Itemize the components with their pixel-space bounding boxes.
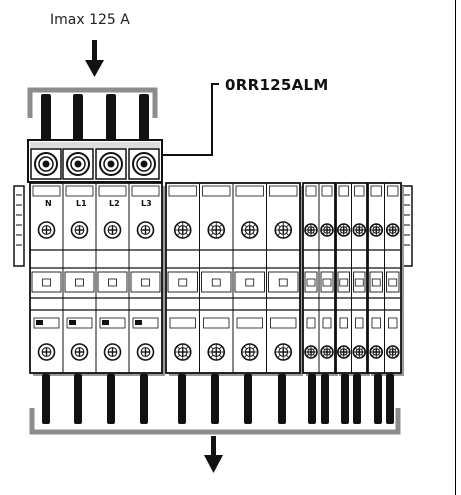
screw-icon [103,221,122,239]
output-cable [353,374,361,424]
screw-icon [173,221,192,239]
screw-icon [240,221,259,239]
output-cable [42,374,50,424]
breaker-module [367,182,404,376]
output-cable [278,374,286,424]
terminal-label-l3: L3 [141,199,152,208]
screw-icon [385,345,400,359]
output-cables [42,374,394,424]
breaker-module [302,182,338,376]
output-cable [178,374,186,424]
screw-icon [240,343,259,361]
ring-terminal-icon [62,148,94,180]
screw-icon [274,343,293,361]
terminal-labels: N L1 L2 L3 [45,199,152,208]
screw-icon [352,223,367,237]
ring-terminal-icon [128,148,160,180]
input-current-label: Imax 125 A [50,12,130,28]
output-cable [386,374,394,424]
screw-icon [136,221,155,239]
input-cables [41,94,149,142]
frame-border [455,0,456,495]
output-cable [321,374,329,424]
output-cable [374,374,382,424]
screw-icon [336,223,351,237]
distribution-block [27,139,163,183]
screw-icon [274,221,293,239]
input-bracket-icon [27,87,158,118]
screw-icon [369,345,384,359]
screw-icon [320,223,334,237]
screw-icon [304,345,318,359]
output-cable [341,374,349,424]
output-cable [211,374,219,424]
screw-icon [70,221,89,239]
output-bracket-icon [29,408,401,435]
screw-icon [173,343,192,361]
ring-terminal-icon [30,148,62,180]
product-reference-label: 0RR125ALM [225,76,329,94]
screw-icon [369,223,384,237]
terminal-label-l1: L1 [76,199,87,208]
screw-icon [336,345,351,359]
breaker-module [29,182,165,376]
screw-icon [385,223,400,237]
screw-icon [103,343,122,361]
breaker-module [335,182,370,376]
screw-icon [320,345,334,359]
reference-leader-line [162,83,219,156]
output-cable [308,374,316,424]
output-arrow-icon [204,436,223,473]
terminal-label-n: N [45,199,52,208]
terminal-label-l2: L2 [109,199,120,208]
breaker-module [165,182,303,376]
output-cable [74,374,82,424]
ring-terminal-icon [95,148,127,180]
screw-icon [136,343,155,361]
output-cable [244,374,252,424]
screw-icon [352,345,367,359]
output-cable [140,374,148,424]
input-arrow-icon [85,40,104,77]
screw-icon [37,221,56,239]
screw-icon [70,343,89,361]
screw-icon [37,343,56,361]
screw-icon [304,223,318,237]
screw-icon [207,343,226,361]
screw-icon [207,221,226,239]
output-cable [107,374,115,424]
